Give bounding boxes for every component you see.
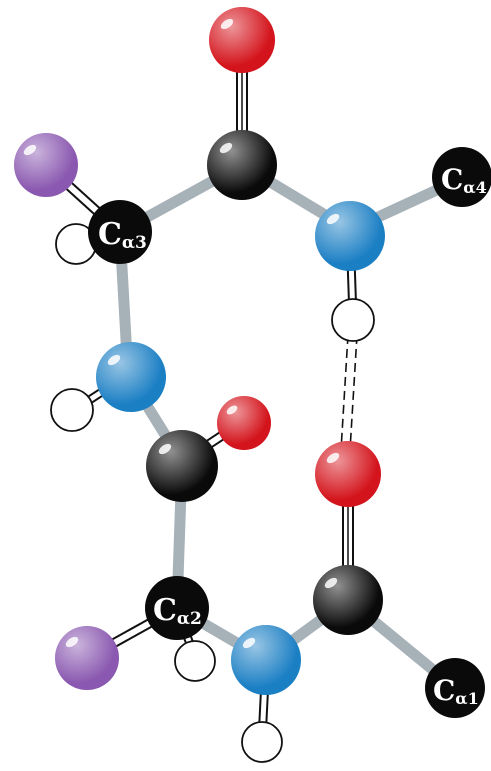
alpha-carbon-4 xyxy=(432,147,491,207)
label-ca2: Cα2 xyxy=(153,593,202,629)
alpha-labels: Cα3 Cα4 Cα2 Cα1 xyxy=(98,163,487,708)
specular-dots xyxy=(23,18,340,649)
hydrogen-ca2 xyxy=(174,640,216,682)
hydrogen-n3 xyxy=(241,721,283,763)
alpha-carbon-3 xyxy=(88,200,152,264)
label-ca3: Cα3 xyxy=(98,217,147,253)
hydrogen-n2 xyxy=(331,298,375,342)
alpha-carbon-1 xyxy=(425,658,485,718)
hydrogen-n1 xyxy=(50,388,94,432)
hydrogen-bond xyxy=(340,334,358,451)
label-ca1: Cα1 xyxy=(433,674,479,708)
alpha-carbon-2 xyxy=(145,576,209,640)
label-ca4: Cα4 xyxy=(441,163,487,197)
